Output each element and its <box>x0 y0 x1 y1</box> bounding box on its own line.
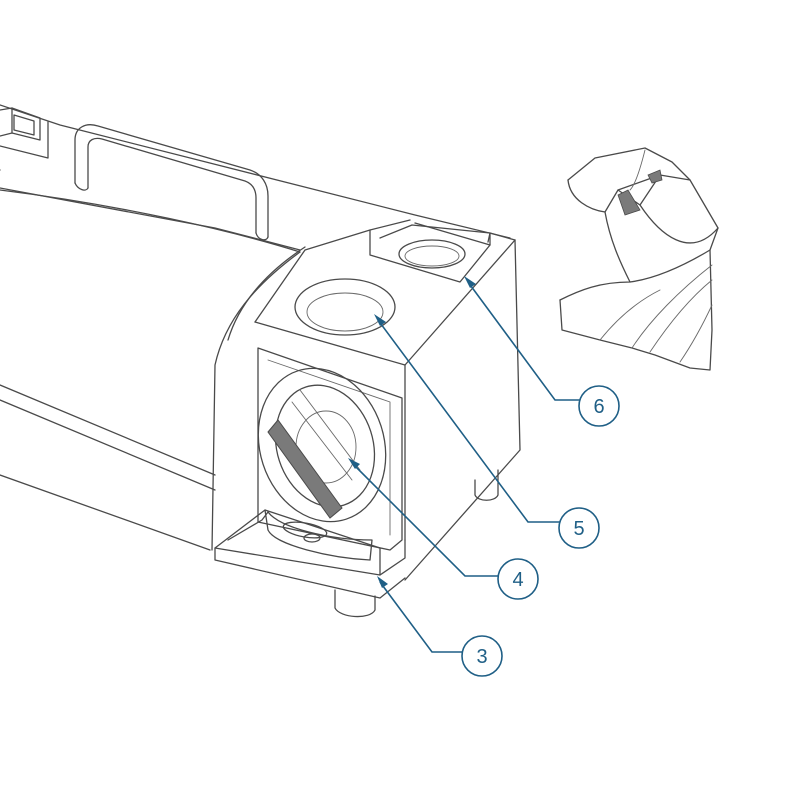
arrowhead-3 <box>377 576 388 588</box>
callout-3: 3 <box>461 635 503 677</box>
callout-4: 4 <box>497 558 539 600</box>
callout-6: 6 <box>578 385 620 427</box>
base-adjuster <box>214 509 406 618</box>
grinding-head <box>254 219 521 581</box>
leader-6 <box>467 281 584 401</box>
arrowhead-6 <box>464 276 476 288</box>
callout-3-label: 3 <box>476 646 487 668</box>
callout-5-label: 5 <box>573 518 584 540</box>
leader-5 <box>377 319 561 523</box>
drill-bit-tip <box>559 147 719 371</box>
arrowhead-4 <box>348 458 360 469</box>
leader-3 <box>379 581 462 653</box>
machine-body <box>0 104 511 551</box>
grinding-window <box>257 347 403 551</box>
leader-lines <box>348 276 584 653</box>
callout-4-label: 4 <box>512 569 523 591</box>
carry-handle <box>74 124 269 241</box>
leader-4 <box>351 462 499 577</box>
arrowhead-5 <box>374 314 386 326</box>
power-switch <box>0 107 49 159</box>
callout-6-label: 6 <box>593 396 604 418</box>
callout-5: 5 <box>558 507 600 549</box>
